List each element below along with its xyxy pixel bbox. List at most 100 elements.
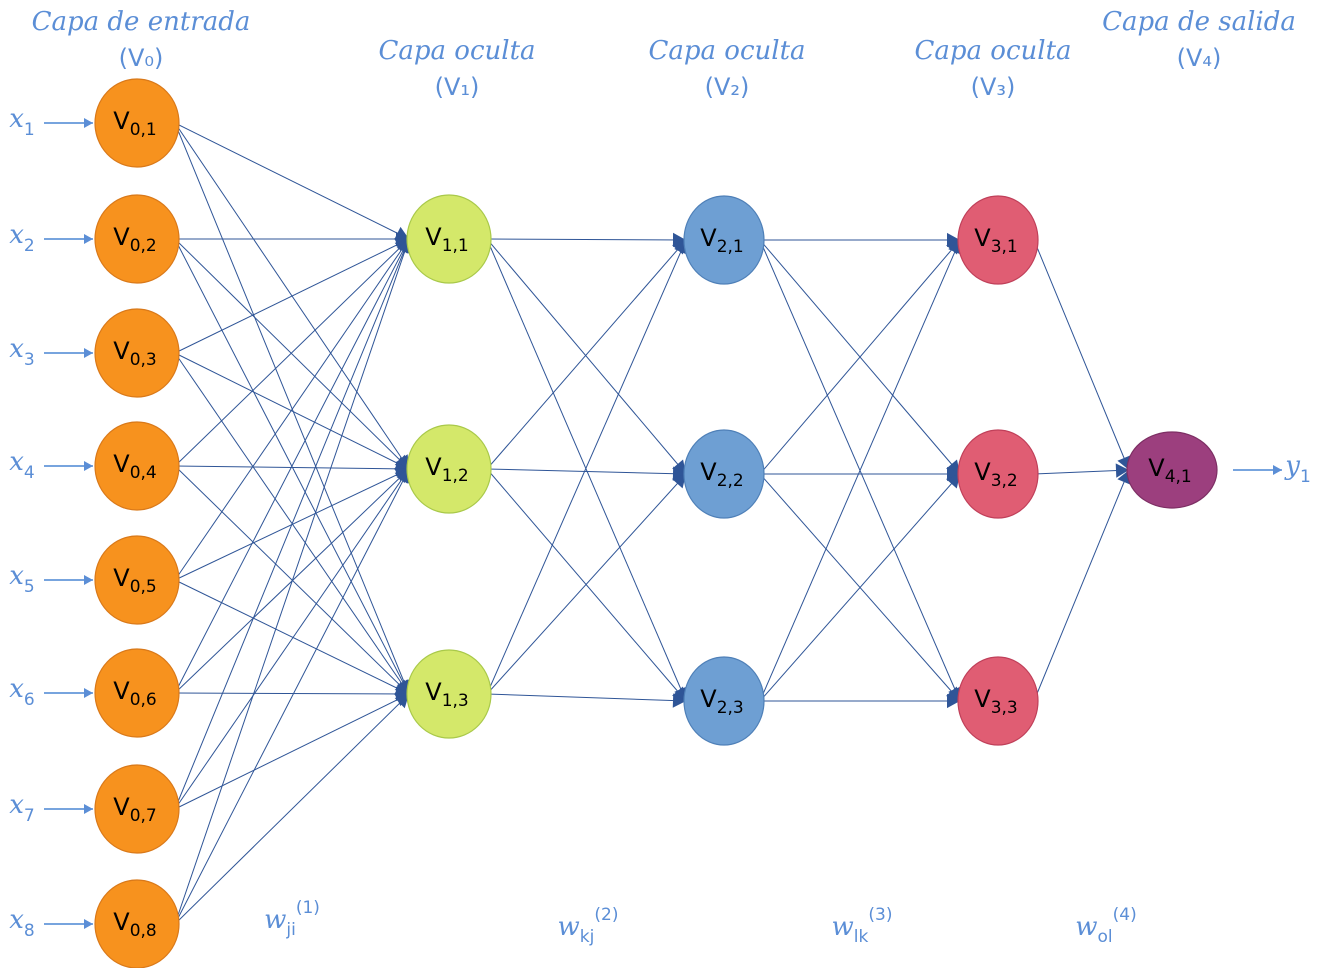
weight-label-4: wol(4) bbox=[1075, 905, 1136, 947]
node-v3-1 bbox=[957, 195, 1039, 285]
input-label-x1: x1 bbox=[9, 104, 35, 140]
node-v0-7 bbox=[94, 764, 180, 854]
layer-name-4: (V₄) bbox=[1177, 44, 1222, 72]
connection-arrowhead-2-3-2 bbox=[946, 474, 960, 489]
node-v0-6 bbox=[94, 648, 180, 738]
connection-1-1-1 bbox=[486, 238, 687, 241]
io-arrows bbox=[44, 118, 1282, 929]
input-label-x5: x5 bbox=[9, 561, 35, 597]
connection-arrowhead-1-1-2 bbox=[672, 459, 686, 474]
connection-1-3-3 bbox=[486, 693, 687, 702]
connection-0-7-3 bbox=[174, 693, 410, 810]
connection-1-1-2 bbox=[486, 238, 687, 475]
weight-label-2: wkj(2) bbox=[558, 905, 619, 947]
connection-3-3-1 bbox=[1033, 469, 1130, 702]
layer-title-3: Capa oculta bbox=[914, 36, 1071, 66]
weight-label-1: wji(1) bbox=[264, 898, 320, 940]
node-v2-2 bbox=[683, 429, 765, 519]
output-arrowhead-1 bbox=[1273, 465, 1282, 475]
node-v0-3 bbox=[94, 308, 180, 398]
node-v1-3 bbox=[406, 649, 492, 739]
layer-title-1: Capa oculta bbox=[378, 36, 535, 66]
connection-arrowhead-1-1-1 bbox=[672, 232, 686, 248]
connection-arrowhead-3-2-1 bbox=[1115, 463, 1129, 478]
input-label-x8: x8 bbox=[9, 905, 35, 941]
output-label-y1: y1 bbox=[1284, 451, 1311, 487]
input-arrowhead-2 bbox=[84, 234, 93, 244]
node-v3-2 bbox=[957, 429, 1039, 519]
input-label-x4: x4 bbox=[9, 447, 35, 483]
connection-arrowhead-0-8-3 bbox=[394, 694, 409, 709]
connection-0-3-2 bbox=[174, 352, 410, 470]
weight-label-3: wlk(3) bbox=[832, 905, 893, 947]
connection-0-8-2 bbox=[174, 468, 410, 925]
layer-title-4: Capa de salida bbox=[1102, 7, 1296, 37]
connection-2-2-1 bbox=[759, 239, 961, 475]
layer-name-2: (V₂) bbox=[705, 73, 750, 101]
connection-arrowhead-1-3-2 bbox=[671, 474, 686, 489]
connection-2-3-1 bbox=[759, 239, 961, 702]
node-v0-5 bbox=[94, 535, 180, 625]
connection-0-5-3 bbox=[174, 579, 410, 695]
connection-arrowhead-2-1-2 bbox=[946, 459, 960, 474]
connection-3-2-1 bbox=[1033, 469, 1130, 475]
node-label-v0-7: V0,7 bbox=[113, 793, 156, 826]
connection-1-3-1 bbox=[486, 239, 687, 695]
connection-arrowhead-0-8-2 bbox=[396, 469, 410, 484]
connection-0-8-3 bbox=[174, 693, 410, 925]
input-label-x3: x3 bbox=[9, 334, 35, 370]
connection-0-1-3 bbox=[174, 122, 410, 695]
connection-arrowhead-1-2-2 bbox=[672, 466, 686, 481]
connection-arrowhead-2-1-1 bbox=[947, 232, 960, 248]
input-label-x6: x6 bbox=[9, 674, 35, 710]
node-v0-1 bbox=[94, 78, 180, 168]
node-v0-4 bbox=[94, 421, 180, 511]
node-v3-3 bbox=[957, 656, 1039, 746]
connection-0-1-1 bbox=[174, 122, 410, 240]
node-v1-1 bbox=[406, 194, 492, 284]
connection-arrowhead-1-3-3 bbox=[672, 693, 686, 708]
layer-title-2: Capa oculta bbox=[648, 36, 805, 66]
input-label-x7: x7 bbox=[9, 790, 35, 826]
layer-name-0: (V₀) bbox=[119, 44, 164, 72]
connection-arrowhead-2-3-3 bbox=[947, 693, 960, 709]
connection-1-2-2 bbox=[486, 468, 687, 475]
connection-0-6-3 bbox=[174, 692, 410, 695]
connection-0-3-1 bbox=[174, 238, 410, 354]
connection-arrowhead-1-2-3 bbox=[672, 686, 686, 701]
connection-1-1-3 bbox=[486, 238, 687, 702]
input-label-x2: x2 bbox=[9, 220, 35, 256]
node-v0-8 bbox=[94, 879, 180, 968]
input-arrowhead-7 bbox=[84, 804, 93, 814]
input-arrowhead-6 bbox=[84, 688, 93, 698]
connection-0-4-2 bbox=[174, 465, 410, 470]
connection-0-5-1 bbox=[174, 238, 410, 581]
node-label-v2-3: V2,3 bbox=[700, 685, 743, 718]
connection-0-8-1 bbox=[174, 238, 410, 925]
connection-2-3-2 bbox=[759, 473, 961, 702]
connection-0-7-1 bbox=[174, 238, 410, 810]
connection-1-2-3 bbox=[486, 468, 687, 702]
connection-0-7-2 bbox=[174, 468, 410, 810]
node-v1-2 bbox=[406, 424, 492, 514]
labels: x1x2x3x4x5x6x7x8y1V0,1V0,2V0,3V0,4V0,5V0… bbox=[9, 7, 1311, 947]
input-arrowhead-3 bbox=[84, 348, 93, 358]
node-v2-1 bbox=[683, 195, 765, 285]
layer-title-0: Capa de entrada bbox=[32, 7, 251, 37]
input-arrowhead-5 bbox=[84, 575, 93, 585]
node-v0-2 bbox=[94, 194, 180, 284]
layer-name-3: (V₃) bbox=[971, 73, 1016, 101]
input-arrowhead-8 bbox=[84, 919, 93, 929]
connection-3-1-1 bbox=[1033, 239, 1130, 471]
connection-0-4-1 bbox=[174, 238, 410, 467]
connection-arrowhead-2-2-3 bbox=[946, 686, 960, 701]
connection-0-2-2 bbox=[174, 238, 410, 470]
input-arrowhead-4 bbox=[84, 461, 93, 471]
connection-1-3-2 bbox=[486, 473, 687, 695]
nodes bbox=[94, 78, 1218, 968]
connection-1-2-1 bbox=[486, 239, 687, 470]
input-arrowhead-1 bbox=[84, 118, 93, 128]
node-v2-3 bbox=[683, 656, 765, 746]
